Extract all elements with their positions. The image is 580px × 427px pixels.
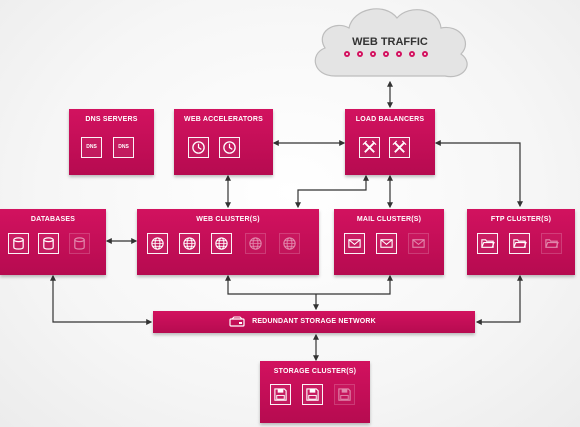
crossed-arrows-icon [359,137,380,158]
ftp-clusters-box: FTP CLUSTER(S) [467,209,575,275]
connector-lb-web [295,174,369,209]
traffic-indicator-dot [370,51,376,57]
traffic-indicators [344,51,439,59]
storage-device-icon [229,316,245,327]
connector-ftp-network [475,274,523,325]
folder-icon [509,233,530,254]
globe-icon [147,233,168,254]
connector-clusters-bus [225,274,393,295]
ftp-clusters-title: FTP CLUSTER(S) [490,216,552,223]
folder-icon [541,233,562,254]
floppy-disk-icon [334,384,355,405]
load-balancers-title: LOAD BALANCERS [355,116,425,123]
connector-lb-ftp [434,140,523,208]
traffic-indicator-dot [396,51,402,57]
globe-icon [179,233,200,254]
envelope-icon [376,233,397,254]
folder-icon [477,233,498,254]
crossed-arrows-icon [389,137,410,158]
mail-clusters-box: MAIL CLUSTER(S) [334,209,444,275]
dns-tile-label: DNS [86,144,97,150]
traffic-indicator-dot [422,51,428,57]
envelope-icon [344,233,365,254]
database-icon [8,233,29,254]
database-icon [38,233,59,254]
dns-servers-box: DNS SERVERS DNS DNS [69,109,154,175]
web-traffic-title: WEB TRAFFIC [352,36,428,48]
clock-icon [188,137,209,158]
globe-icon [245,233,266,254]
traffic-indicator-dot [383,51,389,57]
databases-title: DATABASES [30,216,76,223]
mail-clusters-title: MAIL CLUSTER(S) [356,216,422,223]
web-clusters-title: WEB CLUSTER(S) [196,216,260,223]
database-icon [69,233,90,254]
storage-clusters-box: STORAGE CLUSTER(S) [260,361,370,423]
web-accelerators-title: WEB ACCELERATORS [184,116,263,123]
clock-icon [219,137,240,158]
traffic-indicator-dot [357,51,363,57]
web-clusters-box: WEB CLUSTER(S) [137,209,319,275]
floppy-disk-icon [270,384,291,405]
traffic-indicator-dot [409,51,415,57]
connector-db-network [50,274,153,325]
traffic-indicator-dot [344,51,350,57]
storage-network-label: REDUNDANT STORAGE NETWORK [252,318,376,325]
floppy-disk-icon [302,384,323,405]
dns-tile-label: DNS [118,144,129,150]
storage-network-bar: REDUNDANT STORAGE NETWORK [153,311,475,333]
envelope-icon [408,233,429,254]
storage-clusters-title: STORAGE CLUSTER(S) [273,368,357,375]
dns-servers-title: DNS SERVERS [85,116,138,123]
globe-icon [211,233,232,254]
databases-box: DATABASES [0,209,106,275]
dns-icon: DNS [113,137,134,158]
dns-icon: DNS [81,137,102,158]
web-traffic-cloud [314,8,468,78]
load-balancers-box: LOAD BALANCERS [345,109,435,175]
web-accelerators-box: WEB ACCELERATORS [174,109,273,175]
globe-icon [279,233,300,254]
